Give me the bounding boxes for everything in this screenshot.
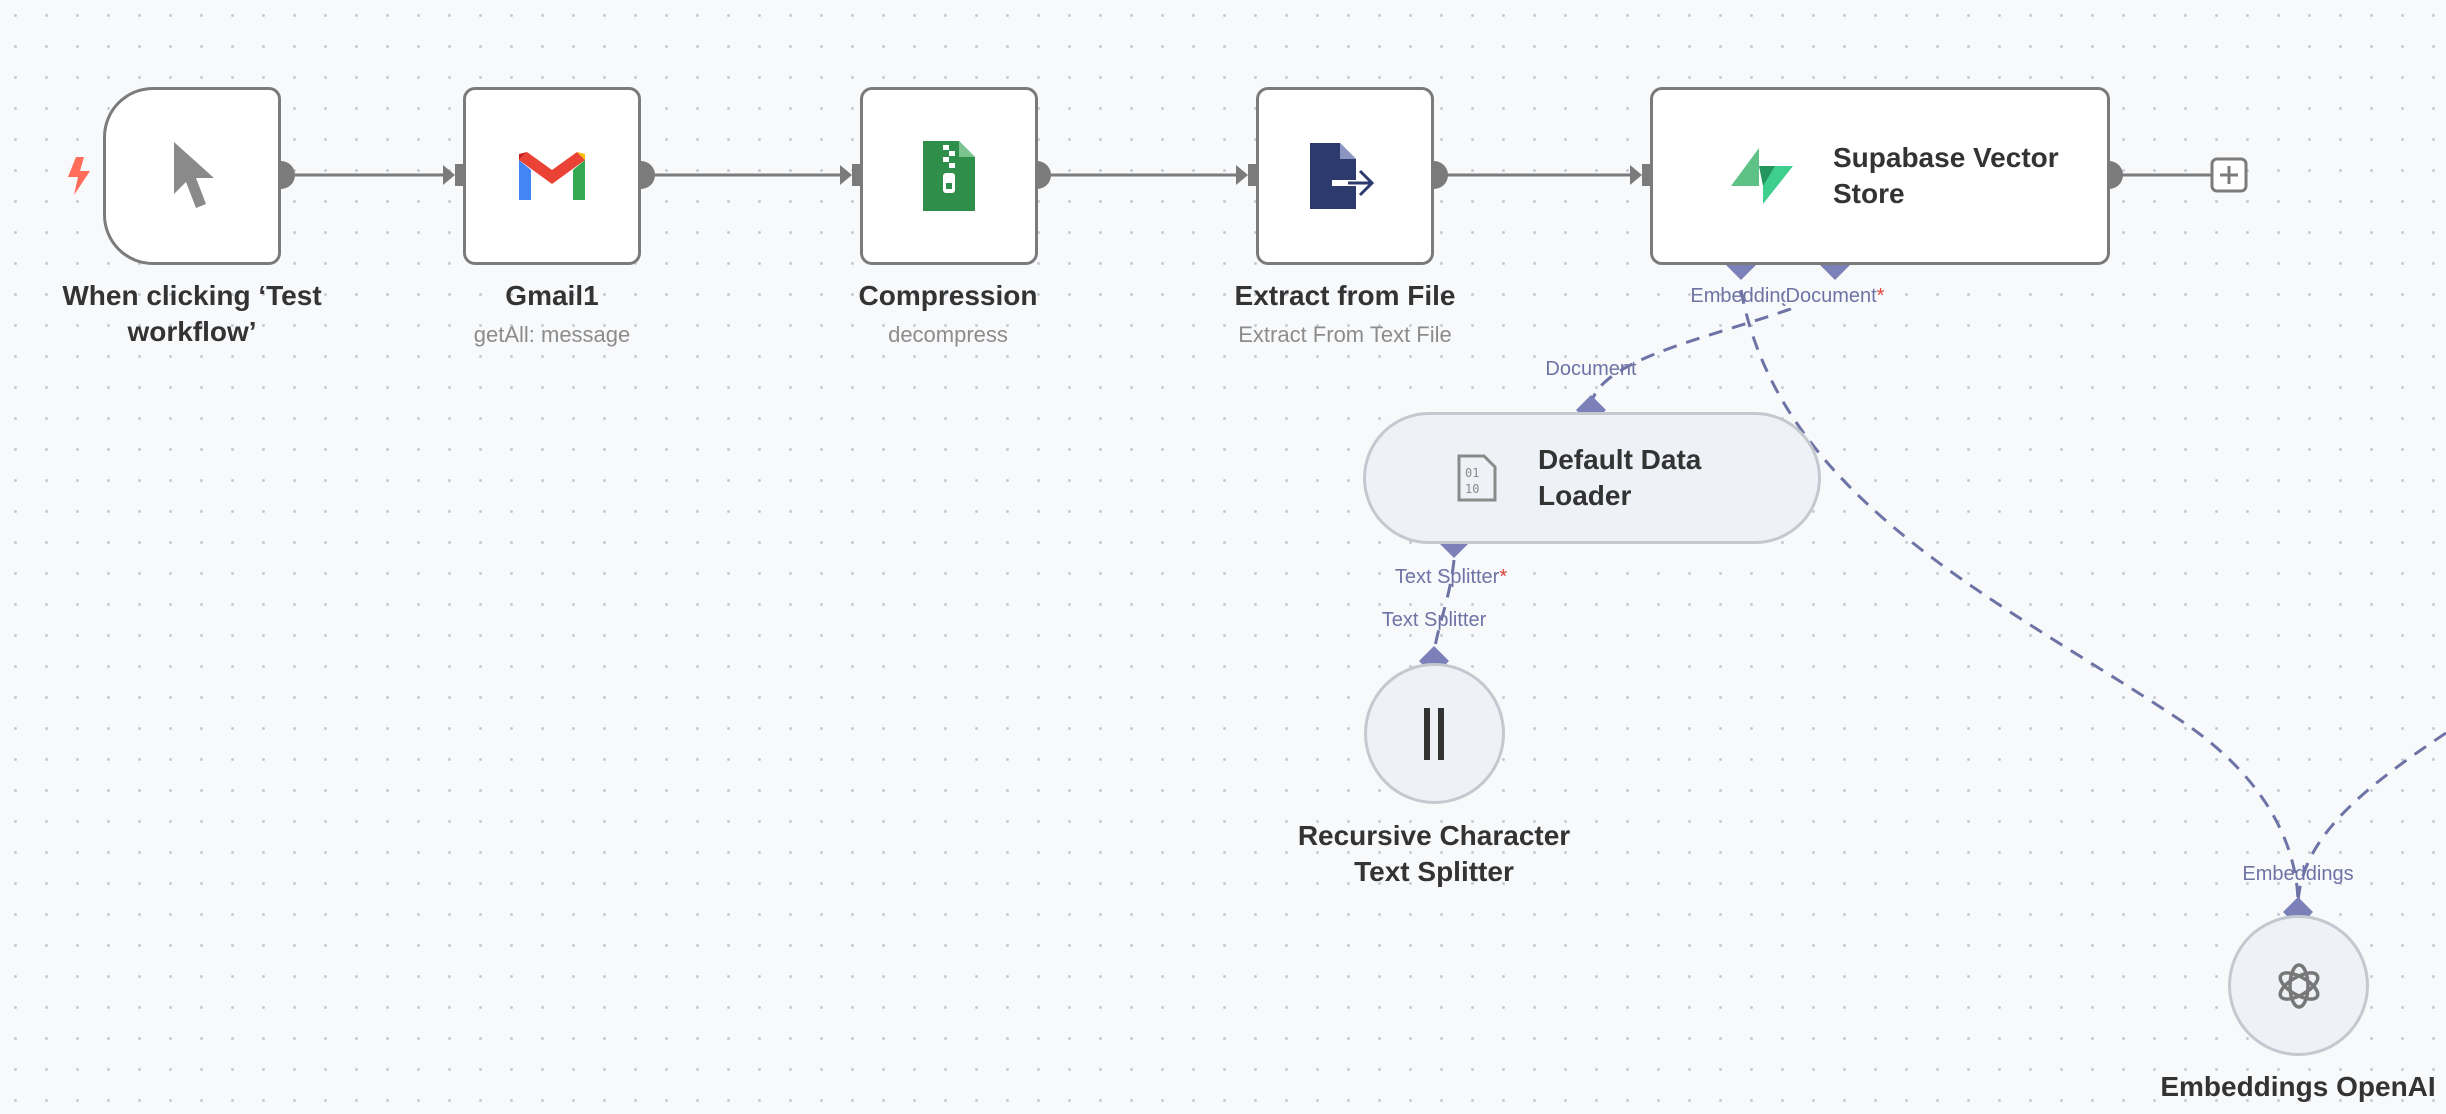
node-title: Embeddings OpenAI [2160, 1071, 2436, 1102]
port-label-text-splitter: Text Splitter* [1394, 566, 1508, 588]
node-title: Extract from File [1234, 280, 1456, 311]
node-title: Compression [858, 280, 1038, 311]
edge-openai-other [2296, 731, 2446, 906]
node-manual-trigger[interactable] [103, 87, 281, 265]
port-label-embeddings: Embeddings [2242, 863, 2354, 885]
port-label-document: Document [1545, 358, 1637, 380]
arrow-head [1630, 165, 1642, 185]
file-export-icon [1310, 143, 1377, 209]
port-label-embedding: Embedding [1690, 285, 1792, 307]
gmail-icon [519, 152, 585, 200]
node-title: Gmail1 [505, 280, 599, 311]
edge-splitter-loader [1432, 559, 1456, 656]
arrow-head [840, 165, 852, 185]
node-compression[interactable] [860, 87, 1038, 265]
splitter-icon [1423, 707, 1444, 760]
node-recursive-character-text-splitter[interactable] [1364, 663, 1505, 804]
node-extract-from-file[interactable] [1256, 87, 1434, 265]
node-embeddings-openai[interactable] [2228, 915, 2369, 1056]
add-node-button[interactable] [2210, 157, 2248, 193]
node-subtitle: Extract From Text File [1238, 322, 1452, 347]
port-label-text-splitter: Text Splitter [1381, 609, 1487, 631]
zip-file-icon [923, 141, 975, 211]
svg-text:01: 01 [1465, 466, 1479, 480]
arrow-head [443, 165, 455, 185]
node-gmail[interactable] [463, 87, 641, 265]
openai-icon [2278, 962, 2319, 1009]
cursor-icon [174, 142, 214, 208]
edge-openai-supabase [1739, 289, 2300, 906]
lightning-bolt-icon [68, 157, 90, 195]
arrow-head [1236, 165, 1248, 185]
supabase-icon [1731, 148, 1793, 204]
port-label-document: Document* [1785, 285, 1885, 308]
node-subtitle: getAll: message [473, 322, 631, 347]
svg-text:10: 10 [1465, 482, 1479, 496]
node-subtitle: decompress [888, 322, 1008, 347]
